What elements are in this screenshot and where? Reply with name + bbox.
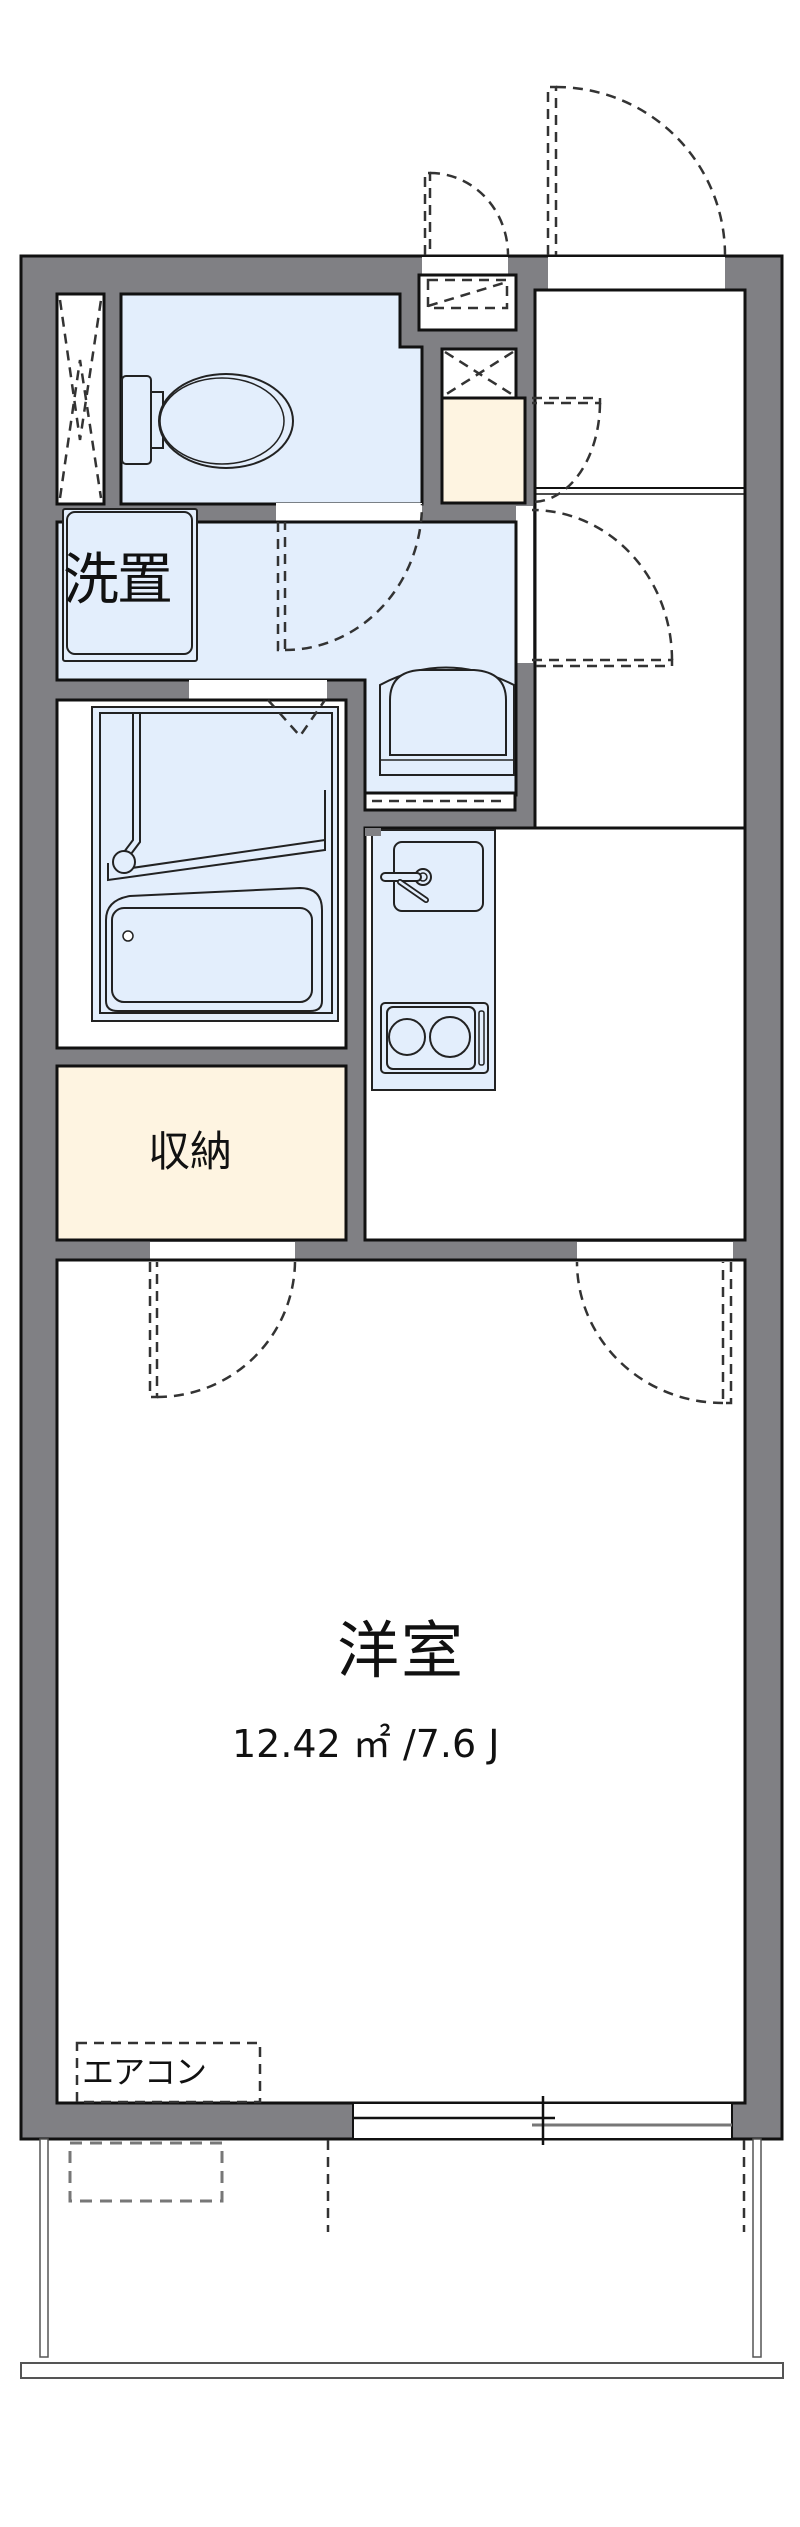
room-door-swings [148, 1261, 733, 1405]
balcony [20, 2138, 784, 2379]
washbasin-icon [379, 666, 515, 776]
toilet-room [119, 292, 424, 506]
storage-label: 収納 [148, 1127, 233, 1176]
aircon-label: エアコン [82, 2053, 207, 2091]
outdoor-unit-space [68, 2141, 224, 2203]
balcony-window [352, 2096, 733, 2145]
shelf-strip [363, 791, 517, 812]
left-shelf-closet [55, 292, 106, 506]
room-area-label: 12.42 ㎡ /7.6 J [232, 1722, 500, 1766]
shoe-closet [440, 347, 527, 505]
meter-box [417, 273, 518, 332]
kitchen-sink-icon [380, 841, 484, 912]
two-burner-stove-icon [380, 1002, 489, 1074]
kitchen [363, 826, 747, 1242]
washroom [55, 503, 518, 797]
entrance-doors [422, 85, 727, 290]
western-room [55, 1258, 747, 2105]
bathtub-icon [105, 886, 323, 1012]
bathroom [55, 680, 348, 1050]
western-room-label: 洋室 [337, 1614, 466, 1687]
storage-closet [55, 1064, 348, 1242]
toilet-icon [121, 373, 294, 469]
washroom-label: 洗置 [63, 548, 173, 613]
aircon-unit [75, 2041, 262, 2104]
washing-machine-space [62, 508, 198, 662]
